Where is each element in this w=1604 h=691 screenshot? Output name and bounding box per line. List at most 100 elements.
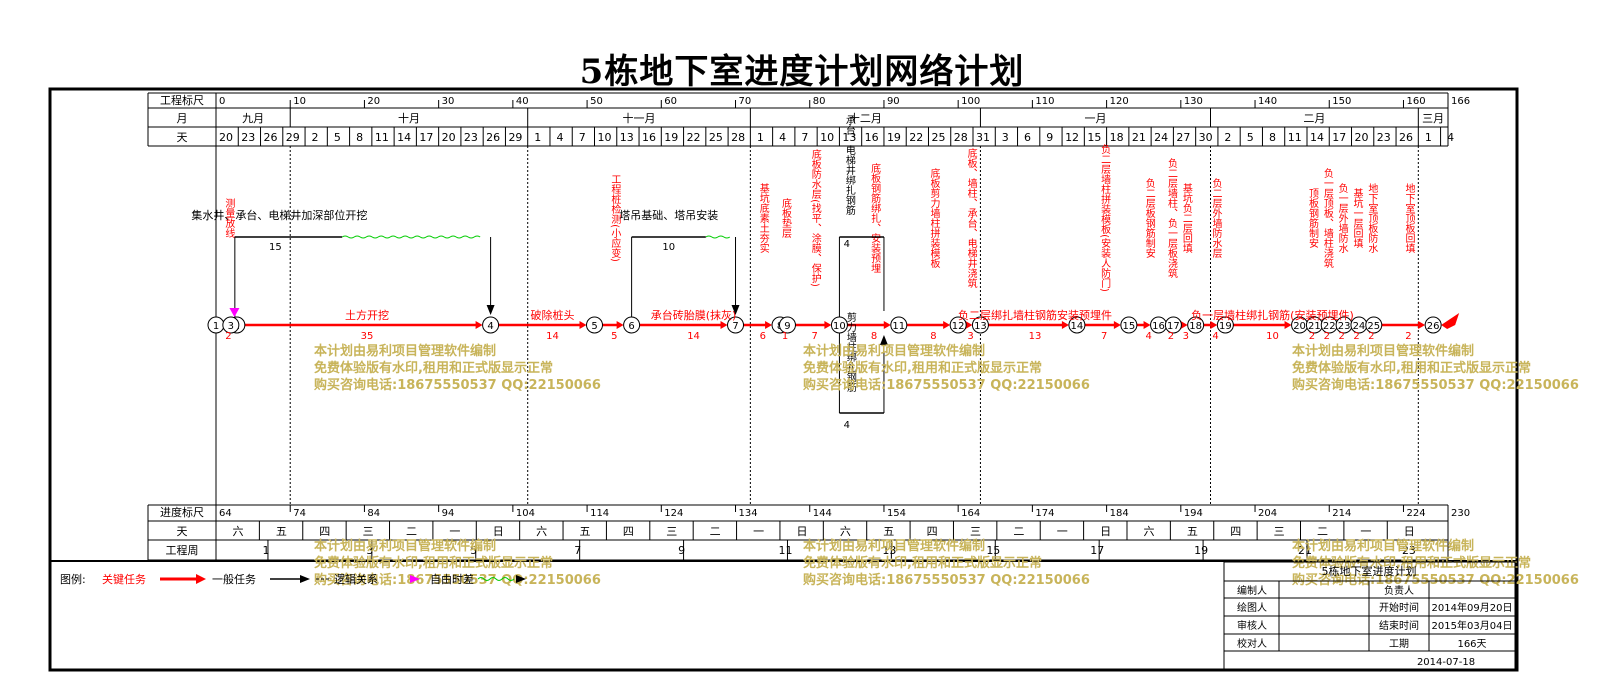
scale-tick-label: 70 (739, 96, 752, 107)
critical-task-label: 负二层绑扎墙柱钢筋安装预埋件 (958, 308, 1112, 322)
progress-tick-label: 114 (590, 508, 609, 519)
critical-duration: 8 (871, 331, 877, 342)
day-label: 5 (1247, 131, 1254, 144)
watermark-line: 免费体验版有水印,租用和正式版显示正常 (314, 360, 553, 376)
week-label: 5 (470, 544, 477, 557)
scale-tick-label: 20 (367, 96, 380, 107)
watermark-line: 购买咨询电话:18675550537 QQ:22150066 (803, 572, 1090, 588)
network-node (778, 316, 796, 334)
titleblock-right-label: 工期 (1389, 638, 1409, 650)
watermark-line: 本计划由易利项目管理软件编制 (1292, 538, 1474, 554)
weekday-label: 六 (536, 525, 547, 538)
week-label: 13 (882, 544, 896, 557)
network-node (222, 316, 240, 334)
progress-tick-label: 184 (1110, 508, 1129, 519)
titleblock-left-label: 绘图人 (1237, 601, 1267, 614)
day-label: 11 (1288, 131, 1302, 144)
day-label: 22 (909, 131, 923, 144)
weekday-label: 三 (363, 525, 374, 538)
critical-task-label: 承台砖胎膜(抹灰) (651, 308, 737, 322)
weekday-label: 六 (840, 525, 851, 538)
week-label: 7 (574, 544, 581, 557)
critical-task-label: 基坑负二层回填 (1180, 182, 1192, 254)
critical-task-label: 负二层板钢筋制安 (1143, 177, 1155, 259)
critical-duration: 4 (1212, 331, 1218, 342)
node-number: 22 (1323, 321, 1336, 332)
weekday-label: 日 (1404, 525, 1415, 538)
critical-duration: 2 (1338, 331, 1344, 342)
node-number: 20 (1293, 321, 1306, 332)
day-label: 31 (976, 131, 990, 144)
day-label: 7 (801, 131, 808, 144)
weekday-label: 五 (580, 525, 591, 538)
node-number: 10 (833, 321, 846, 332)
watermark-line: 本计划由易利项目管理软件编制 (803, 538, 985, 554)
watermark-line: 购买咨询电话:18675550537 QQ:22150066 (314, 377, 601, 393)
weekday-label: 日 (493, 525, 504, 538)
critical-task-label: 地下室顶板防水 (1366, 182, 1378, 253)
progress-tick-label: 194 (1184, 508, 1203, 519)
day-label: 14 (397, 131, 411, 144)
critical-arrowhead (720, 321, 728, 329)
node-number: 18 (1189, 321, 1202, 332)
day-label: 10 (820, 131, 834, 144)
branch-duration: 10 (662, 242, 675, 253)
critical-duration: 13 (1029, 331, 1042, 342)
network-node (971, 316, 989, 334)
day-label: 11 (375, 131, 389, 144)
milestone-marker (229, 308, 240, 317)
day-label: 8 (1269, 131, 1276, 144)
day-label: 17 (419, 131, 433, 144)
plan-name: 5栋地下室进度计划 (1322, 564, 1417, 578)
scale-tick-label: 90 (887, 96, 900, 107)
day-label: 14 (1310, 131, 1324, 144)
watermark-line: 本计划由易利项目管理软件编制 (803, 343, 985, 359)
day-label: 20 (442, 131, 456, 144)
critical-arrowhead (1143, 321, 1151, 329)
node-number: 7 (732, 321, 738, 332)
watermark-line: 免费体验版有水印,租用和正式版显示正常 (1292, 555, 1531, 571)
day-label: 23 (1377, 131, 1391, 144)
progress-tick-label: 214 (1332, 508, 1351, 519)
day-label: 1 (1425, 131, 1432, 144)
scale-tick-label: 40 (516, 96, 529, 107)
critical-arrowhead (765, 321, 773, 329)
day-label: 19 (664, 131, 678, 144)
day-label: 3 (1002, 131, 1009, 144)
critical-task-label: 负二层墙柱拼装模板(安装人防门) (1099, 143, 1111, 292)
network-node (727, 316, 745, 334)
month-label: 一月 (1084, 112, 1106, 125)
weekday-label: 五 (883, 525, 894, 538)
day-label: 22 (687, 131, 701, 144)
weekday-label: 四 (1230, 525, 1241, 538)
critical-duration: 2 (1309, 331, 1315, 342)
scale-tick-label: 0 (219, 96, 225, 107)
day-label: 13 (620, 131, 634, 144)
week-label: 19 (1194, 544, 1208, 557)
page-title: 5栋地下室进度计划网络计划 (579, 52, 1025, 92)
day-label: 24 (1154, 131, 1168, 144)
critical-duration: 2 (1368, 331, 1374, 342)
node-number: 25 (1367, 321, 1380, 332)
node-number: 26 (1427, 321, 1440, 332)
week-label: 21 (1298, 544, 1312, 557)
node-number: 13 (974, 321, 987, 332)
month-label: 十二月 (849, 111, 882, 125)
day-label: 7 (579, 131, 586, 144)
watermark-line: 本计划由易利项目管理软件编制 (1292, 343, 1474, 359)
node-number: 24 (1353, 321, 1366, 332)
scale-tick-label: 130 (1184, 96, 1203, 107)
progress-tick-label: 154 (887, 508, 906, 519)
watermark-line: 本计划由易利项目管理软件编制 (314, 343, 496, 359)
weekday-label: 一 (753, 525, 764, 538)
critical-arrowhead (1061, 321, 1069, 329)
legend-free-float-marker (410, 575, 420, 583)
week-label: 9 (678, 544, 685, 557)
legend-general-arrowhead (300, 575, 310, 583)
end-flag (1441, 313, 1460, 329)
network-node (1164, 316, 1182, 334)
day-label: 18 (1110, 131, 1124, 144)
progress-tick-label: 64 (219, 508, 232, 519)
watermark-line: 免费体验版有水印,租用和正式版显示正常 (1292, 360, 1531, 376)
